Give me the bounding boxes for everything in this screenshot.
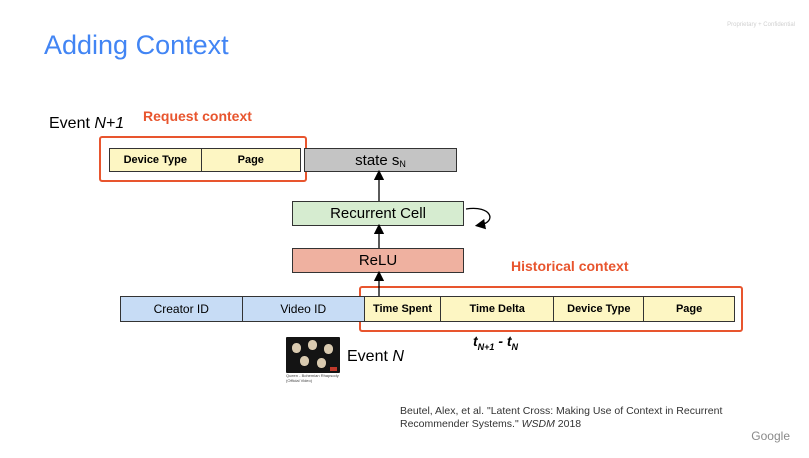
citation-venue: WSDM <box>521 418 555 430</box>
input-fields-row: Creator ID Video ID <box>120 296 365 322</box>
request-field-page: Page <box>201 148 301 172</box>
confidential-label: Proprietary + Confidential <box>727 22 795 28</box>
formula-t1: t <box>473 333 478 349</box>
citation-line2: Recommender Systems." WSDM 2018 <box>400 418 780 431</box>
historical-field-page: Page <box>644 296 735 322</box>
input-field-creator-id: Creator ID <box>120 296 243 322</box>
thumbnail-caption-line1: Queen - Bohemian Rhapsody <box>286 373 339 378</box>
event-n1-label: Event N+1 <box>49 115 124 133</box>
formula-mid: - t <box>494 333 512 349</box>
event-n-label: Event N <box>347 348 404 366</box>
citation-line1: Beutel, Alex, et al. "Latent Cross: Maki… <box>400 405 723 417</box>
request-context-label: Request context <box>143 108 252 124</box>
citation-year: 2018 <box>554 418 582 430</box>
arrow-recurrent-loop <box>465 207 491 230</box>
event-n1-index: N+1 <box>94 115 125 132</box>
historical-field-time-delta: Time Delta <box>440 296 555 322</box>
citation-line2-text: Recommender Systems." <box>400 418 522 430</box>
historical-fields-row: Time Spent Time Delta Device Type Page <box>364 296 735 322</box>
state-subscript: N <box>399 159 406 169</box>
recurrent-cell-box: Recurrent Cell <box>292 201 464 226</box>
video-thumbnail <box>286 337 340 373</box>
request-fields-row: Device Type Page <box>109 148 301 172</box>
request-field-device-type: Device Type <box>109 148 202 172</box>
google-brand: Google <box>751 429 790 443</box>
formula-sub1: N+1 <box>477 341 495 352</box>
event-n1-prefix: Event <box>49 115 95 132</box>
event-n-index: N <box>392 348 404 365</box>
input-field-video-id: Video ID <box>242 296 365 322</box>
state-text: state s <box>355 151 400 169</box>
formula-sub2: N <box>511 341 519 352</box>
citation: Beutel, Alex, et al. "Latent Cross: Maki… <box>400 405 780 431</box>
historical-field-time-spent: Time Spent <box>364 296 441 322</box>
relu-box: ReLU <box>292 248 464 273</box>
thumbnail-caption-line2: (Official Video) <box>286 377 313 383</box>
historical-context-label: Historical context <box>511 258 629 274</box>
thumbnail-caption: Queen - Bohemian Rhapsody (Official Vide… <box>286 373 346 383</box>
slide-title: Adding Context <box>44 30 229 60</box>
time-delta-formula: tN+1 - tN <box>473 333 518 352</box>
historical-field-device-type: Device Type <box>554 296 645 322</box>
event-n-prefix: Event <box>347 348 393 365</box>
